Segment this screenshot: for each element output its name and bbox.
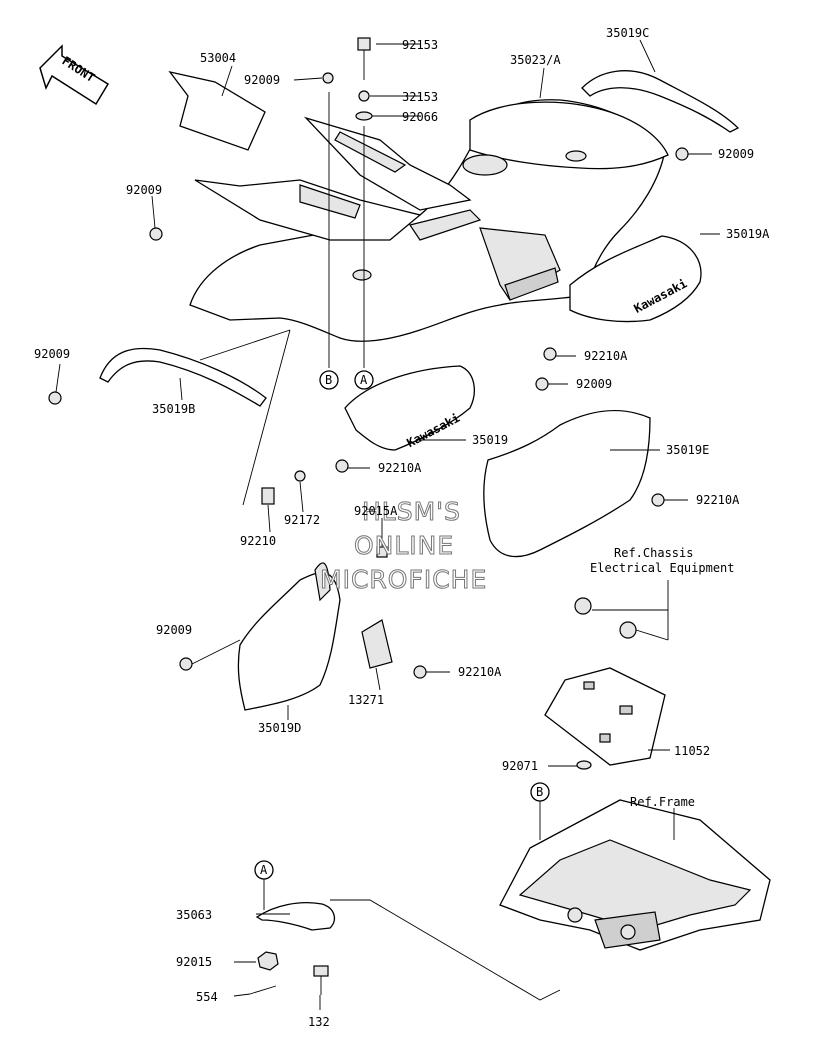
label-35019c: 35019C bbox=[606, 26, 649, 40]
label-92015: 92015 bbox=[176, 955, 212, 969]
ref-frame: Ref.Frame bbox=[630, 795, 695, 809]
watermark-line2: ONLINE bbox=[354, 531, 454, 560]
connectors bbox=[574, 597, 637, 639]
part-35019C-rail bbox=[581, 70, 740, 133]
label-92210a-3: 92210A bbox=[696, 493, 740, 507]
label-92009-low: 92009 bbox=[156, 623, 192, 637]
part-53004-sticker bbox=[168, 70, 266, 151]
label-92210a-4: 92210A bbox=[458, 665, 502, 679]
label-92009-left: 92009 bbox=[126, 183, 162, 197]
watermark-line1: HLSM'S bbox=[362, 497, 461, 526]
part-13271-bracket bbox=[361, 619, 393, 669]
label-35023a: 35023/A bbox=[510, 53, 561, 67]
callout-a-top: A bbox=[360, 373, 368, 387]
part-35019D-guard bbox=[237, 572, 341, 711]
label-92210: 92210 bbox=[240, 534, 276, 548]
label-132: 132 bbox=[308, 1015, 330, 1029]
label-92153: 92153 bbox=[402, 38, 438, 52]
rear-fender bbox=[189, 99, 669, 342]
label-92009-mid: 92009 bbox=[34, 347, 70, 361]
label-92210a-1: 92210A bbox=[584, 349, 628, 363]
callout-b-frame: B bbox=[536, 785, 543, 799]
part-35019B-rail bbox=[99, 347, 267, 407]
part-35019A-guard: Kawasaki bbox=[569, 235, 702, 323]
label-92172: 92172 bbox=[284, 513, 320, 527]
front-arrow: FRONT bbox=[39, 44, 110, 106]
callout-b-top: B bbox=[325, 373, 332, 387]
part-554-clip bbox=[249, 985, 277, 995]
part-92015-nut bbox=[257, 951, 279, 971]
label-92066: 92066 bbox=[402, 110, 438, 124]
label-92009-b: 92009 bbox=[576, 377, 612, 391]
label-92210a-2: 92210A bbox=[378, 461, 422, 475]
frame bbox=[499, 799, 771, 951]
label-35019b: 35019B bbox=[152, 402, 195, 416]
part-35019E-guard bbox=[483, 409, 651, 558]
label-554: 554 bbox=[196, 990, 218, 1004]
label-32153: 32153 bbox=[402, 90, 438, 104]
label-35019e: 35019E bbox=[666, 443, 709, 457]
ref-chassis-line1: Ref.Chassis bbox=[614, 546, 693, 560]
label-35019: 35019 bbox=[472, 433, 508, 447]
label-11052: 11052 bbox=[674, 744, 710, 758]
label-53004: 53004 bbox=[200, 51, 236, 65]
label-35063: 35063 bbox=[176, 908, 212, 922]
callout-a-bracket: A bbox=[260, 863, 268, 877]
fasteners bbox=[48, 37, 689, 770]
label-92015a: 92015A bbox=[354, 504, 398, 518]
label-92071: 92071 bbox=[502, 759, 538, 773]
leader-lines bbox=[55, 39, 720, 1010]
part-132-bolt bbox=[313, 965, 329, 995]
label-13271: 13271 bbox=[348, 693, 384, 707]
label-35019a: 35019A bbox=[726, 227, 770, 241]
part-11052-case bbox=[544, 667, 666, 766]
callout-circles bbox=[254, 370, 550, 880]
label-92009-right: 92009 bbox=[718, 147, 754, 161]
label-35019d: 35019D bbox=[258, 721, 301, 735]
label-92009-top: 92009 bbox=[244, 73, 280, 87]
watermark: HLSM'S ONLINE MICROFICHE bbox=[320, 497, 487, 595]
watermark-line3: MICROFICHE bbox=[320, 565, 487, 594]
part-35063-bracket bbox=[255, 901, 336, 931]
part-labels: 53004 92009 92153 32153 92066 35023/A 35… bbox=[34, 26, 770, 1029]
ref-chassis-line2: Electrical Equipment bbox=[590, 561, 735, 575]
